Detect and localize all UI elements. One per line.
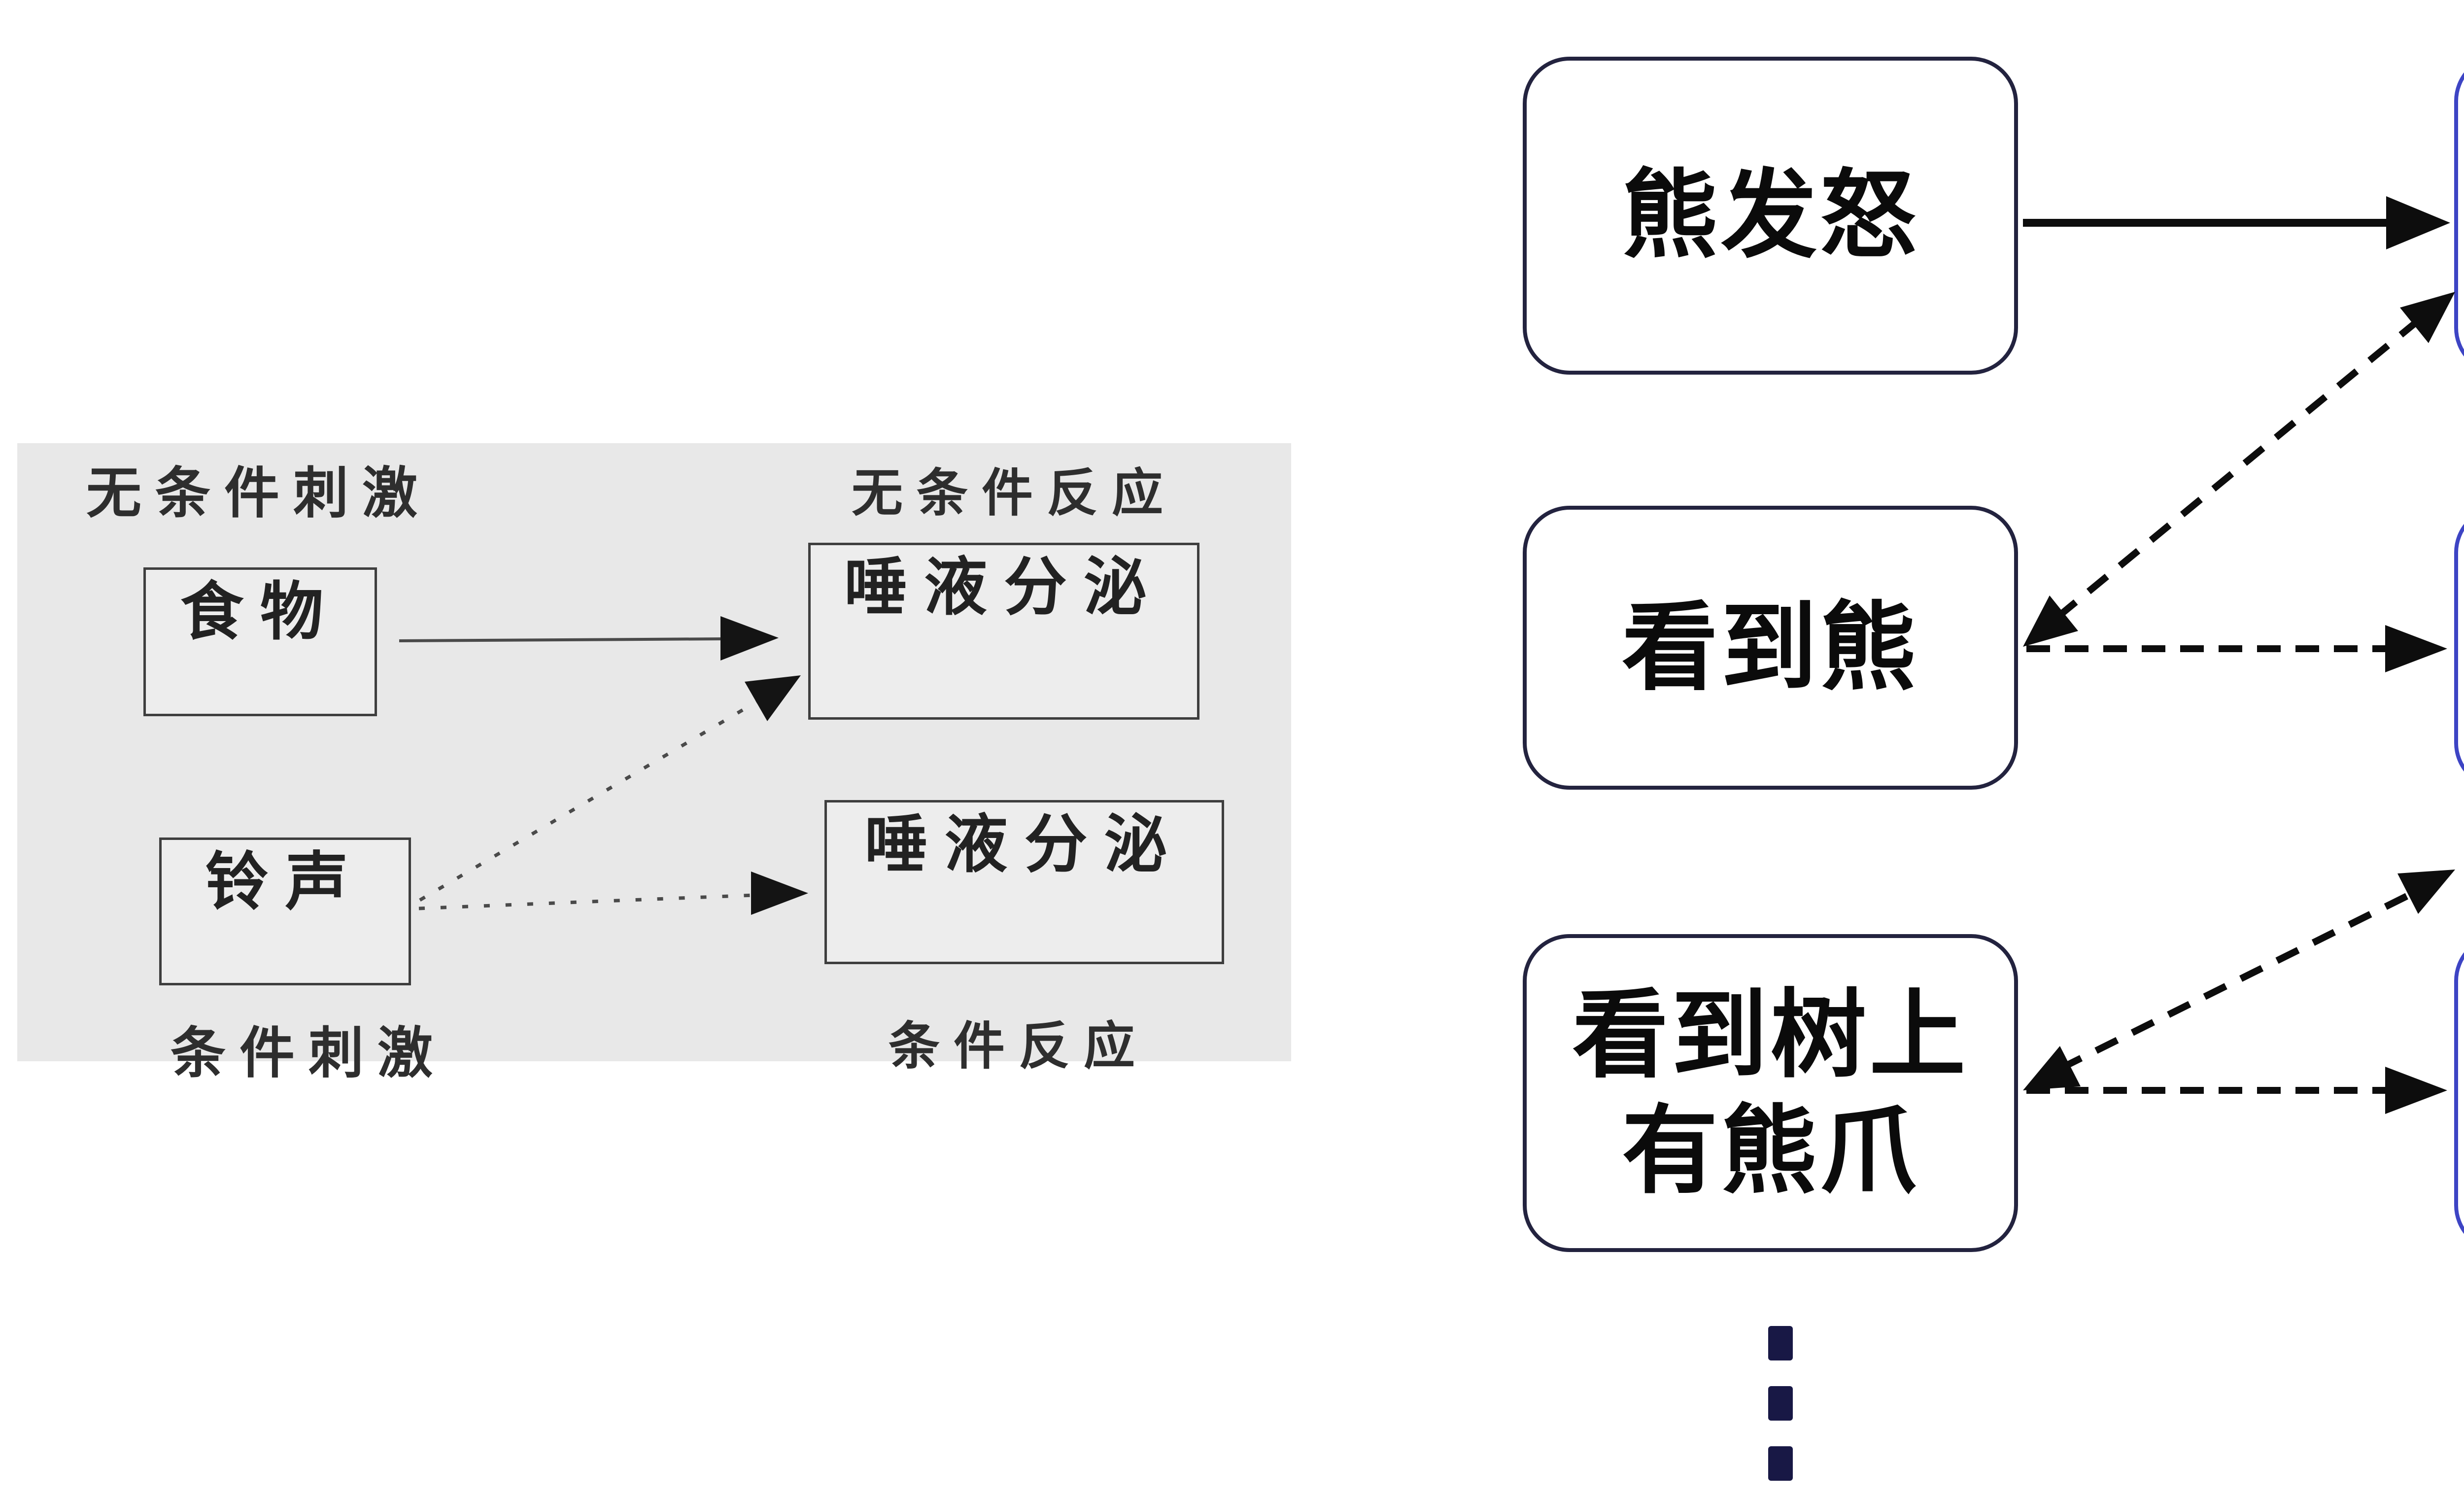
- arrow-seebear-reward-upper-head: [2400, 292, 2455, 343]
- arrow-seeclaw-vnext-diagonal-line: [2058, 889, 2417, 1072]
- arrow-seebear-reward-lower-head: [2023, 595, 2078, 647]
- node-bear-angry-label: 熊发怒: [1622, 162, 1919, 269]
- arrow-seeclaw-to-vs-head: [2385, 1067, 2447, 1114]
- box-food: 食物: [143, 567, 377, 716]
- panel-dotted-diagonal-line: [419, 697, 762, 902]
- arrow-seeclaw-vnext-lower-head: [2023, 1046, 2081, 1090]
- label-conditioned-stimulus: 条件刺激: [171, 1022, 446, 1084]
- node-bear-angry: 熊发怒: [1523, 57, 2018, 375]
- panel-solid-arrow-line: [399, 637, 725, 642]
- label-unconditioned-stimulus: 无条件刺激: [86, 462, 431, 524]
- ellipsis-dots-left: [1768, 1326, 1793, 1481]
- ellipsis-dot: [1768, 1386, 1793, 1421]
- node-see-claw-label-line1: 看到树上: [1572, 981, 1969, 1089]
- box-bell: 铃声: [159, 837, 411, 985]
- arrow-bear-to-reward-head: [2386, 196, 2450, 249]
- node-see-bear: 看到熊: [1523, 506, 2018, 790]
- box-salivation-top: 唾液分泌: [808, 543, 1199, 720]
- ellipsis-dot: [1768, 1446, 1793, 1481]
- ellipsis-dot: [1768, 1326, 1793, 1360]
- label-conditioned-response: 条件反应: [889, 1018, 1149, 1075]
- arrow-seeclaw-vnext-upper-head: [2397, 870, 2455, 914]
- label-unconditioned-response: 无条件反应: [852, 465, 1177, 522]
- node-see-claw: 看到树上 有熊爪: [1523, 934, 2018, 1252]
- arrow-seebear-to-vnext-head: [2385, 625, 2447, 672]
- panel-dotted-diagonal-arrowhead: [745, 675, 801, 721]
- node-see-claw-label-line2: 有熊爪: [1622, 1097, 1919, 1205]
- node-see-bear-label: 看到熊: [1622, 593, 1919, 701]
- panel-solid-arrowhead: [720, 616, 779, 661]
- box-salivation-bottom: 唾液分泌: [824, 800, 1224, 964]
- panel-dotted-horizontal-line: [418, 893, 754, 910]
- arrow-seebear-reward-diagonal-line: [2055, 318, 2420, 620]
- classical-conditioning-panel: 无条件刺激 无条件反应 食物 唾液分泌 铃声 唾液分泌 条件刺激 条件反应: [17, 443, 1291, 1081]
- panel-dotted-horizontal-arrowhead: [751, 872, 808, 915]
